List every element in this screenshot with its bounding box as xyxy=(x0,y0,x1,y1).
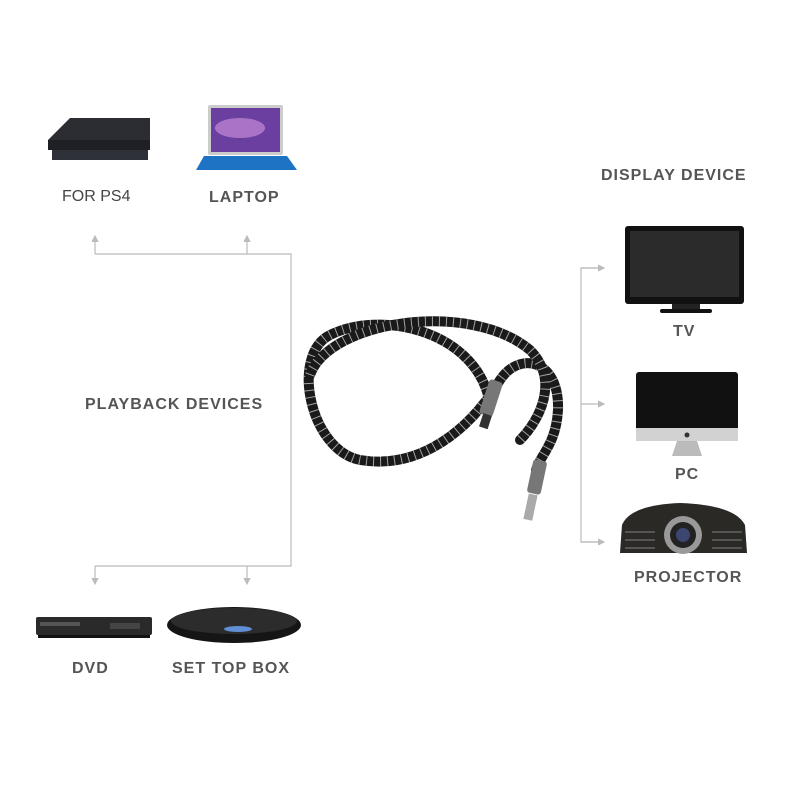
set-top-box-icon xyxy=(167,607,301,643)
display-device-heading: DISPLAY DEVICE xyxy=(601,167,747,184)
device-label-projector: PROJECTOR xyxy=(634,569,743,586)
laptop-icon xyxy=(196,105,297,170)
desktop-computer-icon xyxy=(636,372,738,456)
optical-audio-cable-icon xyxy=(303,316,564,521)
device-label-ps4: FOR PS4 xyxy=(62,188,131,205)
game-console-icon xyxy=(48,118,150,160)
device-label-set-top-box: SET TOP BOX xyxy=(172,660,290,677)
device-label-tv: TV xyxy=(673,323,696,340)
device-label-pc: PC xyxy=(675,466,700,483)
device-label-laptop: LAPTOP xyxy=(209,189,280,206)
tv-icon xyxy=(625,226,744,313)
projector-icon xyxy=(620,503,747,554)
playback-devices-heading: PLAYBACK DEVICES xyxy=(85,396,264,413)
device-label-dvd: DVD xyxy=(72,660,109,677)
dvd-player-icon xyxy=(36,617,152,638)
